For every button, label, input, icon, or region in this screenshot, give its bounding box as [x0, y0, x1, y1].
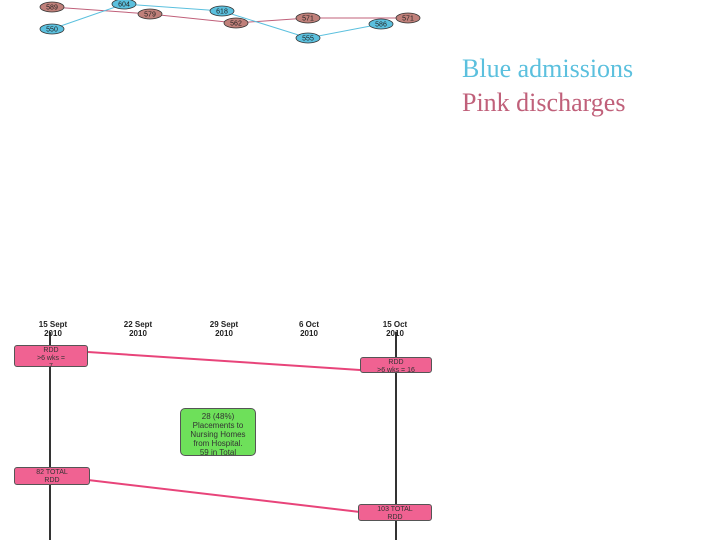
legend-discharges: Pink discharges — [462, 88, 626, 117]
admissions-point: 586 — [368, 18, 394, 30]
svg-text:550: 550 — [46, 27, 58, 34]
admissions-point: 555 — [295, 32, 321, 44]
rdd-start-box: RDD >6 wks = 7 — [14, 345, 88, 370]
discharges-point: 562 — [223, 17, 249, 29]
date-label: 29 Sept 2010 — [209, 320, 239, 338]
svg-text:618: 618 — [216, 9, 228, 16]
svg-text:555: 555 — [302, 36, 314, 43]
admissions-point: 550 — [39, 23, 65, 35]
legend-admissions: Blue admissions — [462, 54, 634, 83]
total-rdd-start-box: 82 TOTAL RDD — [14, 467, 90, 485]
total-rdd-end-box: 103 TOTAL RDD — [358, 504, 432, 521]
nursing-home-placements-box: 28 (48%) Placements to Nursing Homes fro… — [180, 408, 256, 457]
date-label: 6 Oct 2010 — [298, 320, 319, 338]
svg-text:604: 604 — [118, 2, 130, 9]
chart-legend: Blue admissions Pink discharges — [462, 52, 633, 120]
rdd-end-box: RDD >6 wks = 16 — [360, 357, 432, 374]
discharges-point: 571 — [395, 12, 421, 24]
svg-text:571: 571 — [302, 16, 314, 23]
discharges-point: 589 — [39, 1, 65, 13]
svg-text:562: 562 — [230, 21, 242, 28]
discharges-point: 571 — [295, 12, 321, 24]
svg-text:579: 579 — [144, 12, 156, 19]
discharges-point: 579 — [137, 8, 163, 20]
svg-text:589: 589 — [46, 5, 58, 12]
admissions-point: 604 — [111, 0, 137, 10]
date-label: 15 Sept 2010 — [38, 320, 68, 338]
admissions-point: 618 — [209, 5, 235, 17]
svg-text:586: 586 — [375, 22, 387, 29]
date-label: 22 Sept 2010 — [123, 320, 153, 338]
date-label: 15 Oct 2010 — [382, 320, 408, 338]
rdd-timeline-diagram: 15 Sept 2010 22 Sept 2010 29 Sept 2010 6… — [0, 312, 450, 540]
top-line-chart: 589 579 562 571 571 550 604 618 555 586 — [39, 0, 421, 44]
svg-text:571: 571 — [402, 16, 414, 23]
